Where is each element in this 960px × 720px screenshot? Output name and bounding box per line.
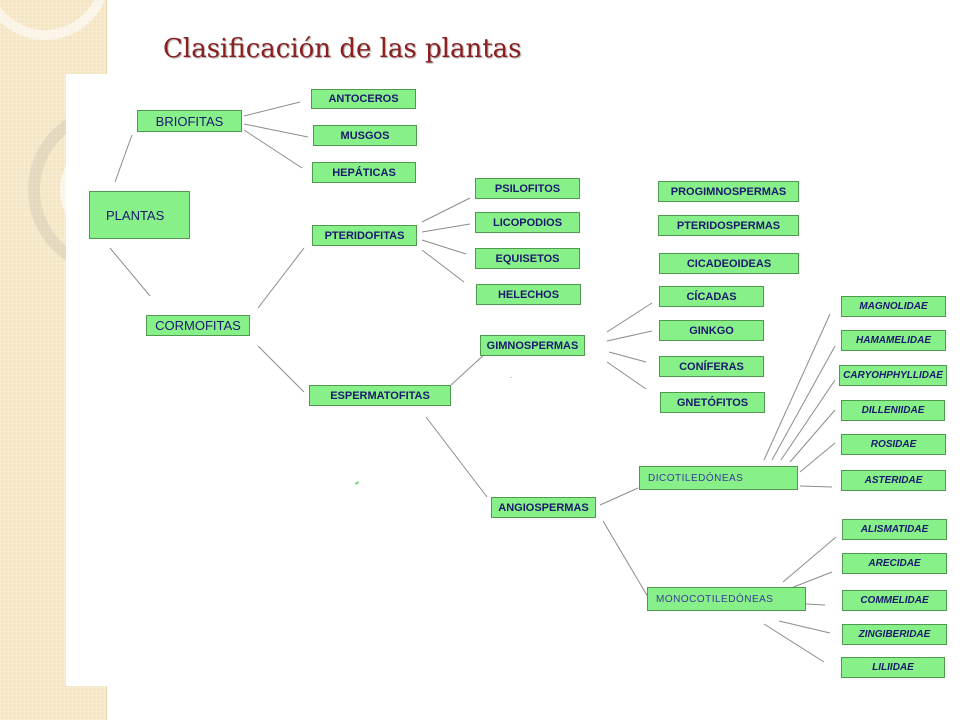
node-espermatofitas: ESPERMATOFITAS (309, 385, 451, 406)
node-liliidae: LILIIDAE (841, 657, 945, 678)
node-caryohphyllidae: CARYOHPHYLLIDAE (839, 365, 947, 386)
node-ginkgo: GINKGO (659, 320, 764, 341)
node-commelidae: COMMELIDAE (842, 590, 947, 611)
node-briofitas: BRIOFITAS (137, 110, 242, 132)
node-monocotiledoneas: MONOCOTILEDÓNEAS (647, 587, 806, 611)
node-hamamelidae: HAMAMELIDAE (841, 330, 946, 351)
node-cicadeoideas: CICADEOIDEAS (659, 253, 799, 274)
decorative-speck (510, 377, 512, 378)
node-coniferas: CONÍFERAS (659, 356, 764, 377)
node-psilofitos: PSILOFITOS (475, 178, 580, 199)
node-dilleniidae: DILLENIIDAE (841, 400, 945, 421)
node-plantas: PLANTAS (89, 191, 190, 239)
node-pteridofitas: PTERIDOFITAS (312, 225, 417, 246)
node-pteridospermas: PTERIDOSPERMAS (658, 215, 799, 236)
diagram-canvas (66, 74, 960, 686)
node-asteridae: ASTERIDAE (841, 470, 946, 491)
node-progimnospermas: PROGIMNOSPERMAS (658, 181, 799, 202)
node-rosidae: ROSIDAE (841, 434, 946, 455)
node-equisetos: EQUISETOS (475, 248, 580, 269)
node-hepaticas: HEPÁTICAS (312, 162, 416, 183)
node-dicotiledoneas: DICOTILEDÓNEAS (639, 466, 798, 490)
node-musgos: MUSGOS (313, 125, 417, 146)
node-magnolidae: MAGNOLIDAE (841, 296, 946, 317)
node-angiospermas: ANGIOSPERMAS (491, 497, 596, 518)
node-antoceros: ANTOCEROS (311, 89, 416, 109)
node-cicadas: CÍCADAS (659, 286, 764, 307)
node-gnetofitos: GNETÓFITOS (660, 392, 765, 413)
node-gimnospermas: GIMNOSPERMAS (480, 335, 585, 356)
decorative-circle (0, 0, 110, 40)
node-alismatidae: ALISMATIDAE (842, 519, 947, 540)
slide-title: Clasificación de las plantas (163, 34, 522, 64)
node-licopodios: LICOPODIOS (475, 212, 580, 233)
node-zingiberidae: ZINGIBERIDAE (842, 624, 947, 645)
node-helechos: HELECHOS (476, 284, 581, 305)
node-arecidae: ARECIDAE (842, 553, 947, 574)
node-cormofitas: CORMOFITAS (146, 315, 250, 336)
